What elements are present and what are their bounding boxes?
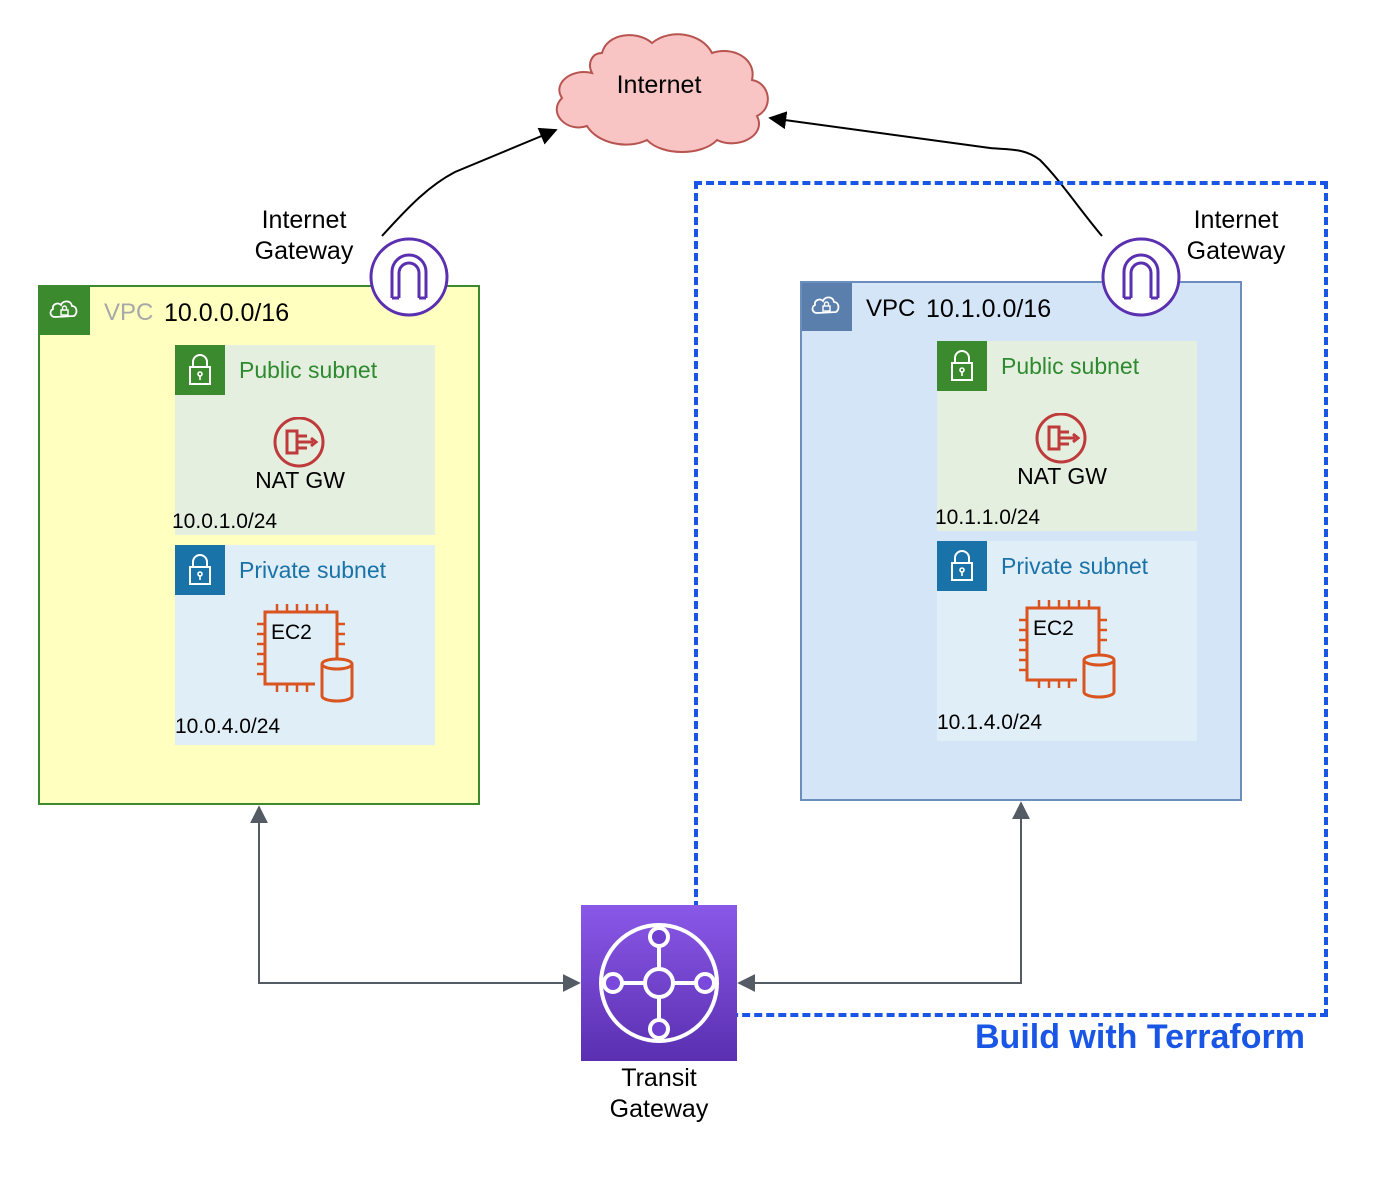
vpc-a-private-subnet-title: Private subnet <box>239 557 387 583</box>
terraform-boundary <box>694 181 1328 1017</box>
vpc-b-cidr: 10.1.0.0/16 <box>926 295 1052 323</box>
vpc-a-public-subnet-badge <box>175 345 225 395</box>
vpc-a-private-subnet: Private subnet EC2 10.0.4.0/24 <box>175 545 435 745</box>
vpc-b-igw-label-line2: Gateway <box>1186 237 1286 265</box>
vpc-a-igw-label: Internet Gateway <box>234 205 374 267</box>
vpc-a-public-subnet: Public subnet NAT GW 10.0.1.0/24 <box>172 345 435 535</box>
igw-left-to-internet-connector <box>381 127 558 237</box>
internet-cloud <box>555 33 769 153</box>
internet-gateway-icon <box>369 237 449 317</box>
terraform-boundary-label: Build with Terraform <box>975 1018 1305 1056</box>
vpc-a-igw-label-line1: Internet <box>261 206 347 234</box>
vpc-a-nat-label: NAT GW <box>255 467 345 493</box>
transit-gateway-label: Transit Gateway <box>578 1063 740 1125</box>
vpc-a-public-subnet-title: Public subnet <box>239 357 378 383</box>
transit-gateway-label-line2: Gateway <box>609 1095 709 1123</box>
vpc-b-igw-label-line1: Internet <box>1193 206 1279 234</box>
nat-gateway-icon <box>273 417 325 468</box>
vpc-b-nat-label: NAT GW <box>1017 463 1107 489</box>
vpc-b-public-subnet-cidr: 10.1.1.0/24 <box>935 506 1041 529</box>
igw-right-to-internet-connector <box>768 111 1103 237</box>
vpc-a-public-subnet-cidr: 10.0.1.0/24 <box>172 510 278 533</box>
lock-icon <box>951 550 973 581</box>
vpc-b-to-tgw-connector <box>737 801 1030 992</box>
transit-gateway-label-line1: Transit <box>621 1064 697 1092</box>
lock-icon <box>189 554 211 585</box>
vpc-b-public-subnet-title: Public subnet <box>1001 353 1140 379</box>
vpc-b-public-subnet: Public subnet NAT GW 10.1.1.0/24 <box>935 341 1197 531</box>
internet-label: Internet <box>616 71 702 99</box>
vpc-a-to-tgw-connector <box>250 805 581 992</box>
vpc-a-ec2-label: EC2 <box>271 621 312 644</box>
vpc-a-label: VPC <box>104 299 154 326</box>
ec2-instance-icon <box>257 604 354 704</box>
vpc-b-label: VPC <box>866 295 916 322</box>
cloud-icon <box>811 296 840 314</box>
vpc-b-igw-label: Internet Gateway <box>1166 205 1306 267</box>
ec2-instance-icon <box>1019 600 1116 700</box>
cloud-icon <box>49 300 78 318</box>
internet-gateway-icon <box>1101 237 1181 317</box>
vpc-b-private-subnet-cidr: 10.1.4.0/24 <box>937 711 1043 734</box>
transit-gateway <box>581 905 737 1061</box>
vpc-b-private-subnet-title: Private subnet <box>1001 553 1149 579</box>
lock-icon <box>189 354 211 385</box>
vpc-a-badge <box>40 287 90 335</box>
vpc-a-private-subnet-badge <box>175 545 225 595</box>
vpc-a-private-subnet-cidr: 10.0.4.0/24 <box>175 715 281 738</box>
vpc-a-cidr: 10.0.0.0/16 <box>164 299 290 327</box>
vpc-a-igw-label-line2: Gateway <box>254 237 354 265</box>
vpc-b-private-subnet: Private subnet EC2 10.1.4.0/24 <box>937 541 1197 741</box>
transit-gateway-icon <box>599 923 719 1043</box>
vpc-b-ec2-label: EC2 <box>1033 617 1074 640</box>
cloud-icon <box>555 33 769 153</box>
nat-gateway-icon <box>1035 413 1087 464</box>
lock-icon <box>951 350 973 381</box>
vpc-b-private-subnet-badge <box>937 541 987 591</box>
vpc-b-public-subnet-badge <box>937 341 987 391</box>
vpc-b-badge <box>802 283 852 331</box>
